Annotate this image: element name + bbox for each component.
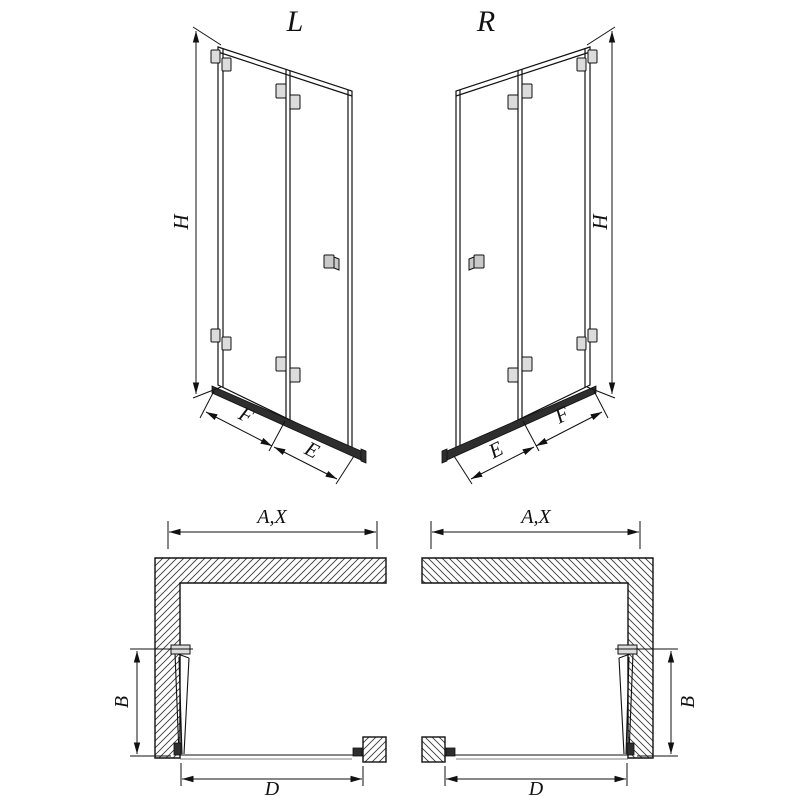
extension-line <box>192 386 222 399</box>
wall-section <box>154 557 387 759</box>
dim-label-height-left: H <box>169 213 193 231</box>
door-guide-block <box>352 747 363 757</box>
fold-hinge-bottom <box>275 356 287 372</box>
wall-hinge-top <box>221 57 232 72</box>
pivot-block <box>173 742 182 756</box>
dimension-line-e <box>273 446 338 480</box>
dim-label-ax-right: A,X <box>519 506 551 528</box>
fold-hinge-top <box>275 83 287 99</box>
dim-label-b-left: B <box>111 696 133 708</box>
extension-line <box>268 420 286 452</box>
dim-panels <box>199 390 355 485</box>
plan-right-geometry <box>422 521 678 786</box>
dim-label-d-right: D <box>528 778 544 800</box>
dim-label-e-left: E <box>300 436 323 464</box>
extension-line <box>192 26 222 46</box>
dimension-line-f <box>205 411 273 447</box>
hinge-set <box>210 49 301 383</box>
dim-opening-width <box>180 763 364 786</box>
elevation-right-geometry <box>442 27 615 484</box>
dim-total-width <box>167 521 378 549</box>
glass-outline <box>217 46 353 451</box>
elevation-left-geometry <box>192 26 367 485</box>
top-profile-line <box>217 51 353 97</box>
bottom-rail-endcap <box>360 448 367 464</box>
door-handle <box>323 254 340 271</box>
dim-label-d-left: D <box>264 778 280 800</box>
dim-label-b-right: B <box>677 696 699 708</box>
fold-hinge-bottom <box>289 367 301 383</box>
wall-hinge-top <box>210 49 221 64</box>
plan-left-geometry <box>130 521 387 786</box>
fold-hinge-top <box>289 94 301 110</box>
variant-label-right: R <box>476 5 495 38</box>
variant-label-left: L <box>286 5 304 38</box>
extension-line <box>335 455 355 485</box>
dim-height <box>192 26 222 399</box>
wall-hinge-bottom <box>210 328 221 343</box>
extension-line <box>199 390 215 419</box>
dim-label-ax-left: A,X <box>255 506 287 528</box>
wall-hinge-bottom <box>221 336 232 351</box>
wall-stub <box>362 736 387 763</box>
dim-label-e-right: E <box>484 436 507 464</box>
dim-label-height-right: H <box>588 213 612 231</box>
dim-fold-depth <box>130 648 193 757</box>
